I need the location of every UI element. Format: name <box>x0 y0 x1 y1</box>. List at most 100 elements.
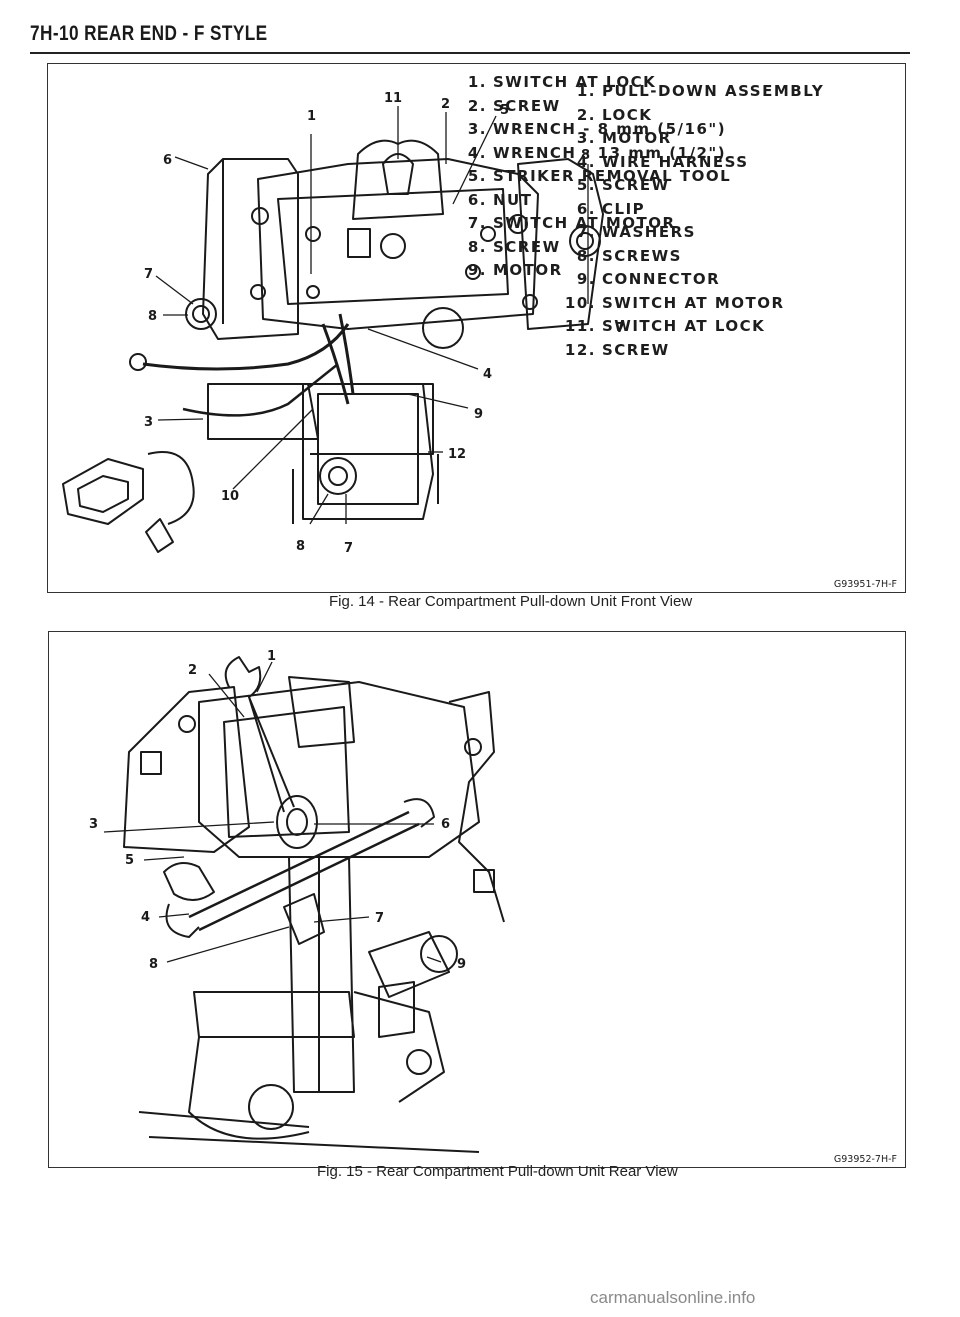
callout-label: 5 <box>500 103 509 118</box>
legend-number: 5. <box>576 176 596 194</box>
pull-down-front-view-drawing: 1 11 2 5 6 8 7 8 7 4 3 9 12 10 8 7 <box>62 91 625 556</box>
legend-item: 8. SCREWS <box>564 245 824 269</box>
callout-label: 11 <box>384 91 402 106</box>
legend-number: 1. <box>576 82 596 100</box>
figure-15-callouts: 1 2 3 6 5 4 7 8 9 <box>89 649 466 972</box>
callout-label: 4 <box>141 910 150 925</box>
callout-label: 4 <box>483 367 492 382</box>
legend-number: 3. <box>576 129 596 147</box>
legend-label: NUT <box>493 190 533 209</box>
legend-label: SCREW <box>602 340 670 359</box>
legend-number: 9. <box>467 261 487 279</box>
legend-label: LOCK <box>602 105 653 124</box>
legend-item: 1. SWITCH AT LOCK <box>455 71 731 95</box>
legend-item: 2. LOCK <box>564 104 824 128</box>
callout-label: 3 <box>89 817 98 832</box>
legend-label: CONNECTOR <box>602 270 721 288</box>
callout-label: 12 <box>448 447 466 462</box>
legend-number: 7. <box>467 214 487 232</box>
callout-label: 7 <box>375 911 384 926</box>
legend-label: SCREW <box>493 96 561 115</box>
legend-number: 10. <box>564 293 596 312</box>
legend-item: 7. WASHERS <box>564 221 824 245</box>
callout-label: 8 <box>148 309 157 324</box>
legend-item: 10. SWITCH AT MOTOR <box>564 292 824 316</box>
callout-label: 9 <box>457 957 466 972</box>
legend-item: 5. STRIKER REMOVAL TOOL <box>455 165 731 189</box>
legend-number: 2. <box>467 96 487 115</box>
legend-item: 9.CONNECTOR <box>564 268 824 292</box>
legend-label: SCREW <box>602 176 670 194</box>
callout-label: 10 <box>221 489 239 504</box>
legend-label: PULL-DOWN ASSEMBLY <box>602 82 825 100</box>
legend-item: 5. SCREW <box>564 174 824 198</box>
legend-label: SWITCH AT MOTOR <box>493 214 676 232</box>
legend-number: 5. <box>467 167 487 185</box>
callout-label: 2 <box>441 97 450 112</box>
callout-label: 8 <box>296 539 305 554</box>
legend-number: 2. <box>576 105 596 124</box>
legend-item: 12. SCREW <box>564 339 824 363</box>
legend-number: 8. <box>576 246 596 265</box>
legend-label: WRENCH - 8 mm (5/16") <box>493 120 727 138</box>
page-title: 7H-10 REAR END - F STYLE <box>30 22 268 45</box>
figure-15-panel: 1 2 3 6 5 4 7 8 9 G93952-7H-F <box>48 631 906 1168</box>
callout-label: 1 <box>307 109 316 124</box>
legend-number: 11. <box>564 317 596 335</box>
legend-number: 6. <box>467 190 487 209</box>
figure-14-legend: 1. PULL-DOWN ASSEMBLY 2. LOCK 3. MOTOR 4. WIRE … <box>564 80 824 362</box>
callout-label: 3 <box>144 415 153 430</box>
legend-label: STRIKER REMOVAL TOOL <box>493 167 732 185</box>
legend-number: 4. <box>576 152 596 171</box>
callout-label: 2 <box>188 663 197 678</box>
callout-label: 8 <box>149 957 158 972</box>
callout-label: 7 <box>344 541 353 556</box>
site-watermark: carmanualsonline.info <box>590 1288 756 1307</box>
legend-item: 9. MOTOR <box>455 259 731 283</box>
callout-label: 9 <box>474 407 483 422</box>
legend-number: 8. <box>467 237 487 256</box>
legend-label: SCREWS <box>602 246 682 265</box>
page-header: 7H-10 REAR END - F STYLE <box>30 22 910 54</box>
legend-number: 4. <box>467 143 487 162</box>
figure-15-caption: Fig. 15 - Rear Compartment Pull-down Uni… <box>317 1163 678 1180</box>
legend-label: SWITCH AT LOCK <box>493 73 657 91</box>
figure-14-caption: Fig. 14 - Rear Compartment Pull-down Uni… <box>329 593 693 610</box>
figure-14-panel: 1 11 2 5 6 8 7 8 7 4 3 9 12 10 8 7 G9395… <box>47 63 906 593</box>
legend-item: 7. SWITCH AT MOTOR <box>455 212 731 236</box>
legend-label: SCREW <box>493 237 561 256</box>
legend-number: 12. <box>564 340 596 359</box>
callout-label: 1 <box>267 649 276 664</box>
callout-label: 6 <box>163 153 172 168</box>
legend-number: 3. <box>467 120 487 138</box>
legend-label: MOTOR <box>602 129 672 147</box>
legend-item: 2. SCREW <box>455 95 731 119</box>
legend-item: 4. WIRE HARNESS <box>564 151 824 175</box>
legend-item: 3. WRENCH - 8 mm (5/16") <box>455 118 731 142</box>
legend-item: 6. NUT <box>455 189 731 213</box>
legend-label: WIRE HARNESS <box>602 152 749 171</box>
legend-number: 1. <box>467 73 487 91</box>
figure-14-callouts: 1 11 2 5 6 8 7 8 7 4 3 9 12 10 8 7 <box>144 91 625 556</box>
legend-item: 8. SCREW <box>455 236 731 260</box>
callout-label: 8 <box>581 148 590 163</box>
legend-label: CLIP <box>602 199 646 218</box>
legend-label: WASHERS <box>602 223 696 241</box>
legend-item: 6. CLIP <box>564 198 824 222</box>
callout-label: 7 <box>616 321 625 336</box>
legend-item: 4. WRENCH - 13 mm (1/2") <box>455 142 731 166</box>
legend-item: 1. PULL-DOWN ASSEMBLY <box>564 80 824 104</box>
figure-15-code: G93952-7H-F <box>833 1154 897 1165</box>
legend-number: 6. <box>576 199 596 218</box>
legend-label: SWITCH AT LOCK <box>602 317 766 335</box>
callout-label: 5 <box>125 853 134 868</box>
legend-label: MOTOR <box>493 261 563 279</box>
legend-item: 11. SWITCH AT LOCK <box>564 315 824 339</box>
legend-label: SWITCH AT MOTOR <box>602 293 785 312</box>
legend-number: 7. <box>576 223 596 241</box>
pull-down-rear-view-drawing: 1 2 3 6 5 4 7 8 9 <box>89 649 505 1153</box>
legend-item: 3. MOTOR <box>564 127 824 151</box>
callout-label: 6 <box>441 817 450 832</box>
legend-label: WRENCH - 13 mm (1/2") <box>493 143 727 162</box>
